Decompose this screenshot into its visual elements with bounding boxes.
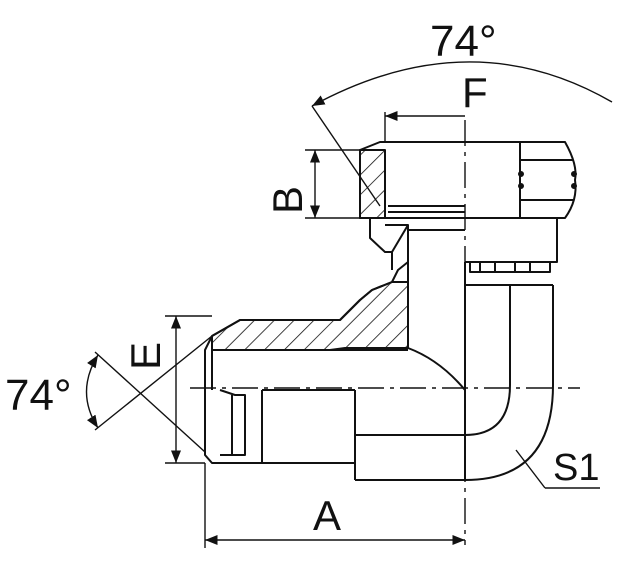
body-section-hatched (211, 281, 409, 351)
swivel-nut (359, 141, 577, 219)
dim-f-label: F (462, 69, 488, 116)
angle-left-dimension (85, 335, 213, 453)
dimension-f (384, 110, 465, 142)
angle-left-label: 74° (5, 371, 72, 420)
nut-hex-flats (519, 141, 577, 219)
centerlines (190, 120, 580, 545)
dim-a-label: A (313, 492, 341, 539)
dimension-a (204, 463, 465, 548)
angle-top-dimension (311, 61, 613, 207)
male-thread-end (204, 335, 356, 464)
vertical-bore (407, 229, 466, 391)
dim-s1-label: S1 (553, 447, 599, 489)
dimension-b (305, 149, 360, 219)
dimension-e (165, 315, 212, 464)
body-outline-upper (211, 225, 409, 337)
angle-top-label: 74° (430, 17, 497, 66)
nut-section-hatched (359, 149, 386, 219)
nut-skirt (369, 217, 558, 273)
dim-e-label: E (122, 342, 169, 370)
dimension-s1 (515, 449, 600, 489)
dim-b-label: B (264, 186, 311, 214)
